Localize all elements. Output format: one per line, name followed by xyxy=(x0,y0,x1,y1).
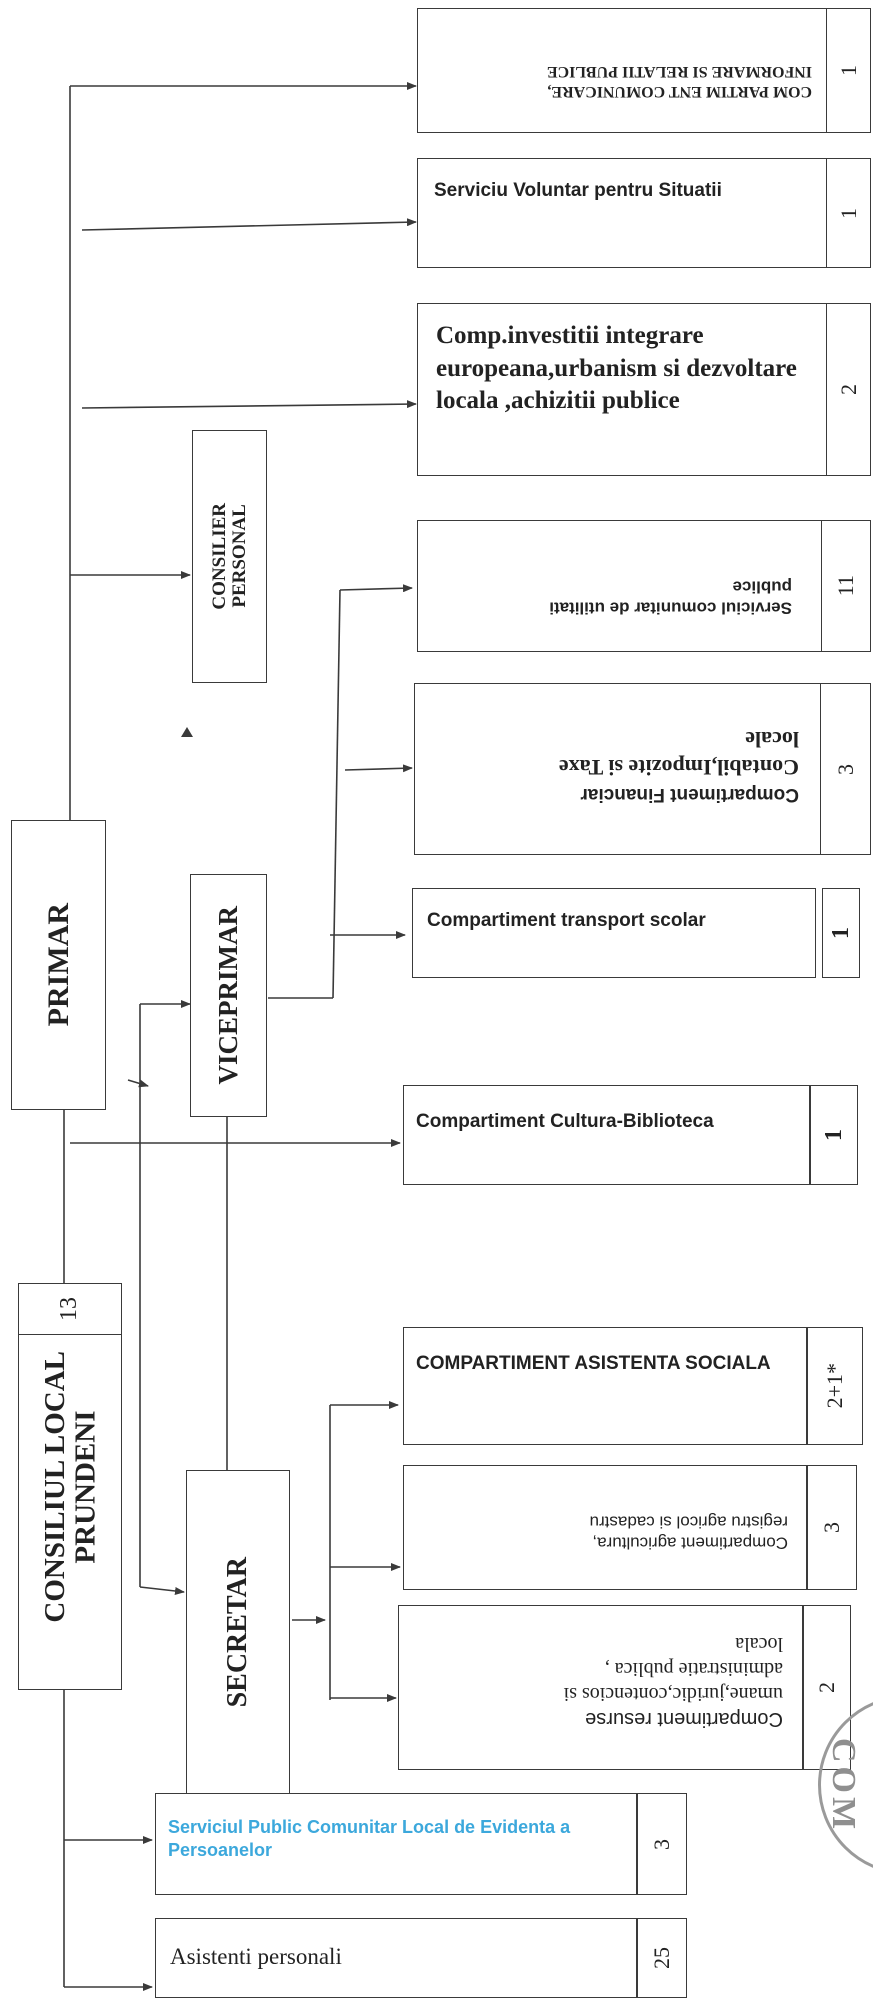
asistenti-personali-label: Asistenti personali xyxy=(170,1944,342,1969)
unit-asistenti-personali: Asistenti personali xyxy=(155,1918,637,1998)
primar-box: PRIMAR xyxy=(11,820,106,1110)
count-evidenta: 3 xyxy=(637,1793,687,1895)
consiliu-count: 13 xyxy=(56,1297,83,1321)
resurse-line2: umane,juridic,contencios si xyxy=(563,1683,783,1705)
count-cultura: 1 xyxy=(810,1085,858,1185)
primar-label: PRIMAR xyxy=(41,903,75,1027)
count-transport: 1 xyxy=(822,888,860,978)
stamp-text: COM xyxy=(825,1738,862,1834)
count-investitii: 2 xyxy=(826,303,871,476)
unit-evidenta: Serviciul Public Comunitar Local de Evid… xyxy=(155,1793,637,1895)
unit-resurse-umane: Compartiment resurse umane,juridic,conte… xyxy=(398,1605,803,1770)
resurse-line4: locala xyxy=(735,1633,783,1655)
utilitati-line1: Serviciul comunitar de utilitati xyxy=(549,598,792,618)
unit-agricultura: Compartiment agricultura, registru agric… xyxy=(403,1465,807,1590)
count-asistenti-personali: 25 xyxy=(637,1918,687,1998)
consilier-personal-box: CONSILIER PERSONAL xyxy=(192,430,267,683)
financiar-line2: Contabil,Impozite si Taxe xyxy=(558,755,799,781)
count-comunicare: 1 xyxy=(826,8,871,133)
evidenta-label: Serviciul Public Comunitar Local de Evid… xyxy=(168,1817,571,1860)
unit-cultura: Compartiment Cultura-Biblioteca xyxy=(403,1085,810,1185)
unit-financiar: Compartiment Financiar Contabil,Impozite… xyxy=(414,683,821,855)
unit-utilitati: Serviciul comunitar de utilitati publice xyxy=(417,520,822,652)
utilitati-line2: publice xyxy=(732,577,792,597)
cultura-label: Compartiment Cultura-Biblioteca xyxy=(416,1111,714,1132)
count-agricultura: 3 xyxy=(807,1465,857,1590)
comunicare-line1: COM PARTIM ENT COMUNICARE, xyxy=(547,83,812,100)
consiliu-local-box: CONSILIUL LOCAL PRUNDENI xyxy=(18,1283,122,1690)
asistenta-sociala-label: COMPARTIMENT ASISTENTA SOCIALA xyxy=(416,1353,771,1374)
agricultura-line2: registru agricol si cadastru xyxy=(589,1512,788,1532)
unit-asistenta-sociala: COMPARTIMENT ASISTENTA SOCIALA xyxy=(403,1327,807,1445)
unit-comunicare: COM PARTIM ENT COMUNICARE, INFORMARE SI … xyxy=(417,8,827,133)
unit-transport: Compartiment transport scolar xyxy=(412,888,816,978)
count-asistenta-sociala: 2+1* xyxy=(807,1327,863,1445)
secretar-box: SECRETAR xyxy=(186,1470,290,1795)
unit-voluntar: Serviciu Voluntar pentru Situatii xyxy=(417,158,827,268)
count-financiar: 3 xyxy=(820,683,871,855)
viceprimar-label: VICEPRIMAR xyxy=(213,906,244,1085)
consiliu-count-box: 13 xyxy=(18,1283,122,1335)
financiar-line1: Compartiment Financiar xyxy=(580,783,799,805)
viceprimar-box: VICEPRIMAR xyxy=(190,874,267,1117)
investitii-label: Comp.investitii integrare europeana,urba… xyxy=(436,322,797,414)
financiar-line3: locale xyxy=(745,726,799,752)
consilier-personal-label: CONSILIER PERSONAL xyxy=(208,503,250,610)
count-voluntar: 1 xyxy=(826,158,871,268)
count-utilitati: 11 xyxy=(821,520,871,652)
secretar-label: SECRETAR xyxy=(222,1557,254,1708)
unit-investitii: Comp.investitii integrare europeana,urba… xyxy=(417,303,827,476)
voluntar-label: Serviciu Voluntar pentru Situatii xyxy=(434,180,722,201)
comunicare-line2: INFORMARE SI RELATII PUBLICE xyxy=(546,63,812,80)
resurse-line1: Compartiment resurse xyxy=(585,1708,783,1730)
transport-label: Compartiment transport scolar xyxy=(427,910,706,931)
consiliu-local-label: CONSILIUL LOCAL PRUNDENI xyxy=(38,1350,101,1623)
resurse-line3: administratie publica , xyxy=(604,1658,783,1680)
agricultura-line1: Compartiment agricultura, xyxy=(592,1533,788,1553)
